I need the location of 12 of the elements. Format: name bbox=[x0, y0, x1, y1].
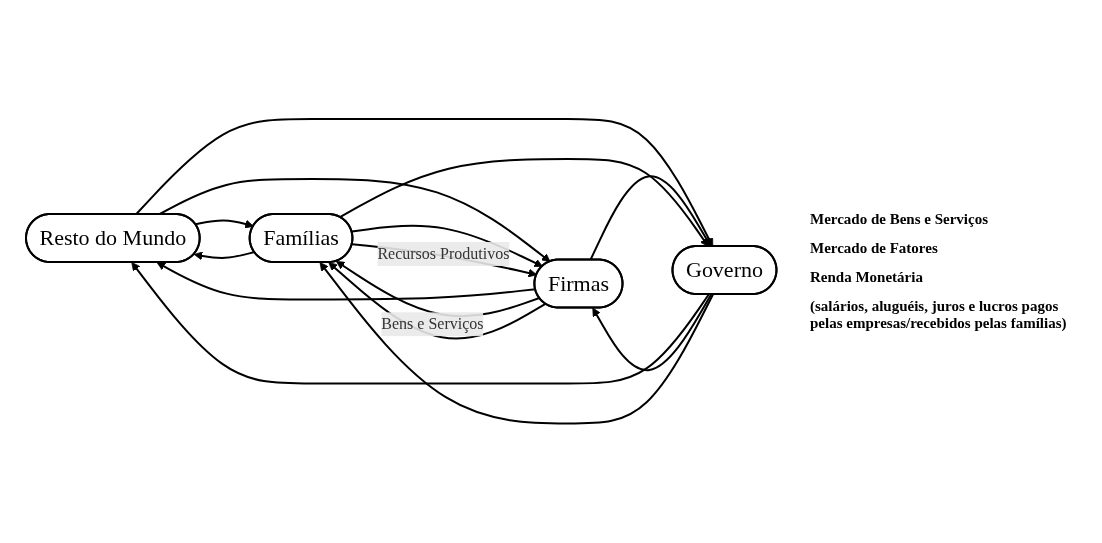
market-label: (salários, aluguéis, juros e lucros pagos pelas empresas/recebidos pelas famílias) bbox=[810, 298, 1068, 332]
arrow bbox=[592, 293, 712, 372]
market-label: Mercado de Bens e Serviços bbox=[810, 211, 990, 228]
arrow bbox=[338, 158, 709, 248]
edge-label: Bens e Serviços bbox=[381, 315, 484, 333]
edge-label: Recursos Produtivos bbox=[377, 245, 510, 263]
arrow bbox=[350, 224, 543, 268]
market-label: Mercado de Fatores bbox=[810, 240, 939, 257]
market-label: Renda Monetária bbox=[810, 269, 924, 286]
arrow bbox=[134, 118, 713, 248]
arrow bbox=[194, 219, 254, 229]
arrow bbox=[157, 178, 551, 263]
